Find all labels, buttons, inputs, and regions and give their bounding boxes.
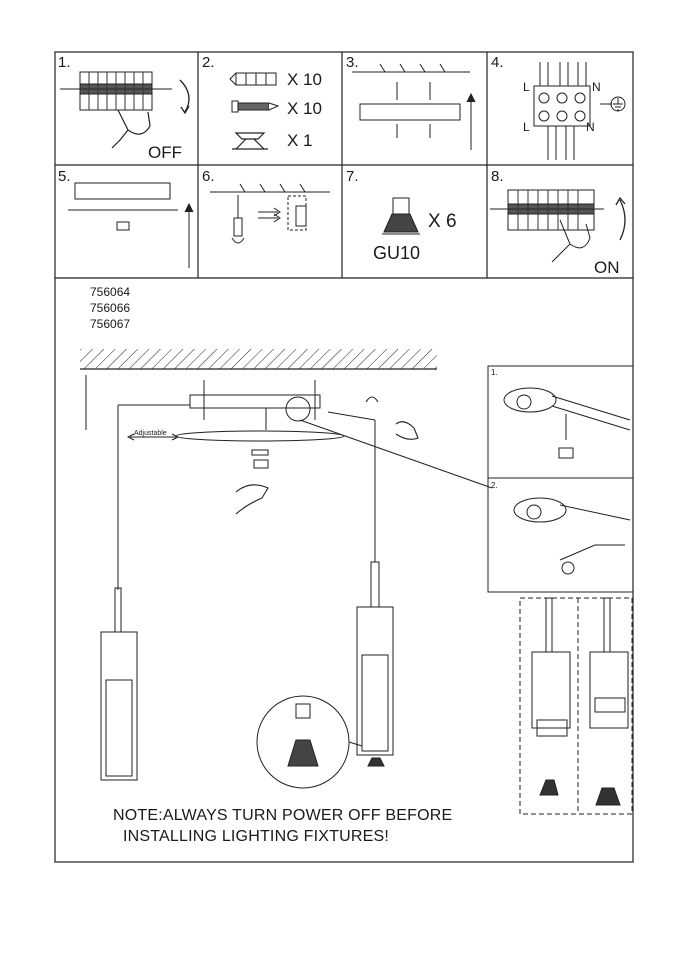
canopy-attach-step xyxy=(68,182,194,268)
detail-2-number: 2. xyxy=(491,481,498,490)
ground-icon xyxy=(610,96,626,112)
gu10-bulb-icon xyxy=(382,197,420,235)
safety-note: NOTE:ALWAYS TURN POWER OFF BEFORE INSTAL… xyxy=(113,805,452,847)
bracket-qty: X 1 xyxy=(287,131,313,150)
detail-panels xyxy=(487,365,634,593)
hand-icon xyxy=(235,396,419,515)
pendant-lamp-icon xyxy=(100,561,394,781)
step-8-number: 8. xyxy=(491,168,504,185)
safety-note-line-2: INSTALLING LIGHTING FIXTURES! xyxy=(123,828,389,845)
frame xyxy=(54,51,634,863)
step-8-on-label: ON xyxy=(594,258,620,277)
step-5-number: 5. xyxy=(58,168,71,185)
model-number: 756067 xyxy=(90,317,131,331)
terminal-block-icon xyxy=(60,71,190,115)
step-1-number: 1. xyxy=(58,54,71,71)
safety-note-line-1: NOTE:ALWAYS TURN POWER OFF BEFORE xyxy=(113,807,453,824)
canopy xyxy=(175,380,345,469)
adjustable-label: Adjustable xyxy=(134,430,167,437)
step-7-number: 7. xyxy=(346,168,359,185)
wiring-terminal-icon xyxy=(533,62,612,160)
wire-label-l-top: L xyxy=(523,80,530,94)
wiring-lines xyxy=(85,375,493,590)
bracket-slide-step xyxy=(210,183,330,244)
screw-qty: X 10 xyxy=(287,99,322,118)
wire-label-n-top: N xyxy=(592,80,601,94)
step-3-number: 3. xyxy=(346,54,359,71)
model-number: 756066 xyxy=(90,301,131,315)
wire-label-l-bottom: L xyxy=(523,120,530,134)
adjust-detail xyxy=(519,597,633,815)
detail-1-number: 1. xyxy=(491,368,498,377)
bulb-detail-circle xyxy=(256,695,363,789)
bulb-qty: X 6 xyxy=(428,211,457,232)
step-6-number: 6. xyxy=(202,168,215,185)
terminal-block-on-icon xyxy=(490,189,626,263)
step-1-off-label: OFF xyxy=(148,143,182,162)
wall-plug-qty: X 10 xyxy=(287,70,322,89)
ceiling-hatch xyxy=(80,349,437,370)
bracket-icon xyxy=(232,132,268,150)
wire-label-n-bottom: N xyxy=(586,120,595,134)
ceiling-mount-step xyxy=(352,63,476,150)
screw-icon xyxy=(231,100,280,113)
bulb-type-label: GU10 xyxy=(373,243,421,263)
hand-icon xyxy=(111,109,151,149)
wall-plug-icon xyxy=(229,72,277,86)
model-number: 756064 xyxy=(90,285,131,299)
step-2-number: 2. xyxy=(202,54,215,71)
model-numbers: 756064 756066 756067 xyxy=(90,284,130,332)
step-4-number: 4. xyxy=(491,54,504,71)
